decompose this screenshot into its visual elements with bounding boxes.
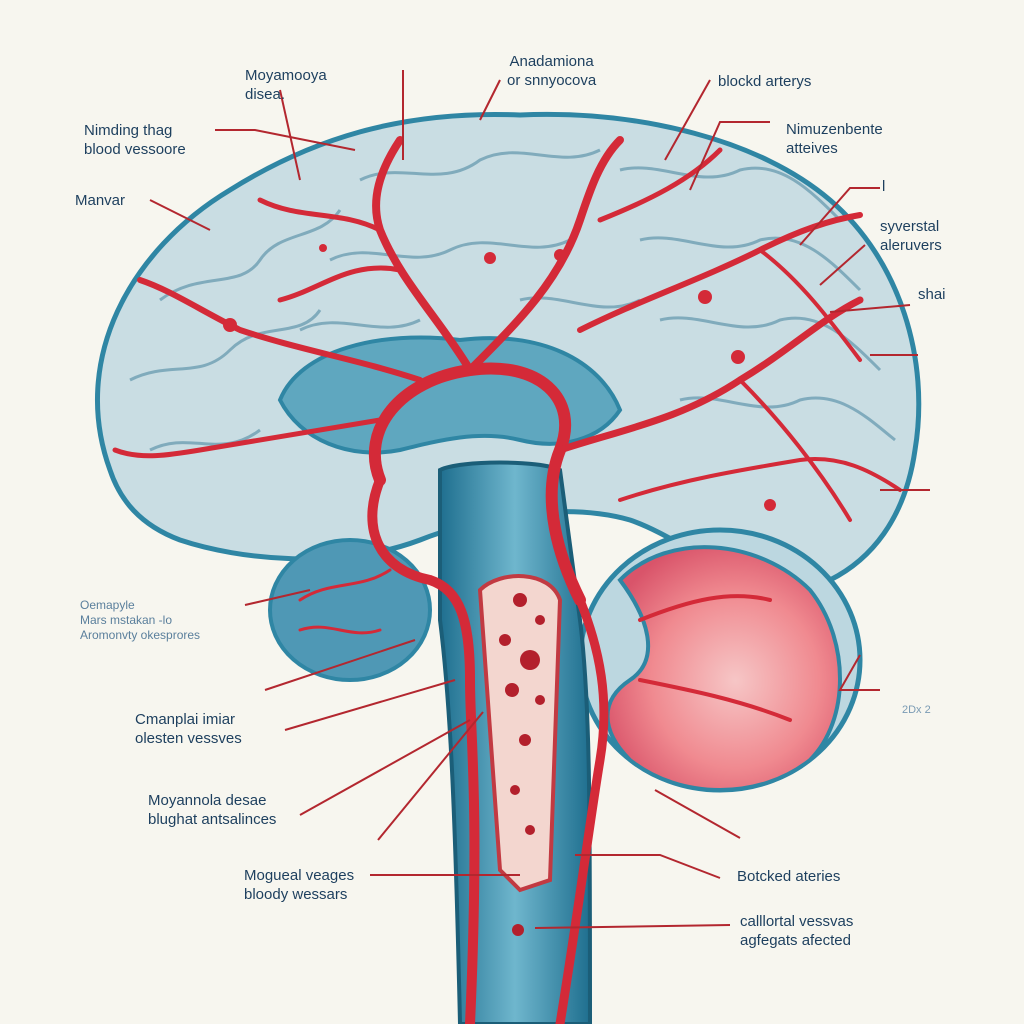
spinal-core [477, 574, 563, 893]
label-one: l [882, 178, 886, 195]
label-botcked: Botcked ateries [737, 868, 841, 885]
blockage-dots [499, 593, 545, 936]
label-blockd-arterys: blockd arterys [718, 73, 812, 90]
micro-bleeds [223, 244, 776, 511]
label-manvar: Manvar [75, 192, 126, 209]
label-2dx: 2Dx 2 [902, 704, 931, 716]
leader-lines [149, 70, 930, 929]
temporal-lobe [268, 538, 432, 682]
cerebellum [605, 545, 842, 792]
artery-network [112, 136, 902, 1024]
label-shai: shai [918, 286, 946, 303]
